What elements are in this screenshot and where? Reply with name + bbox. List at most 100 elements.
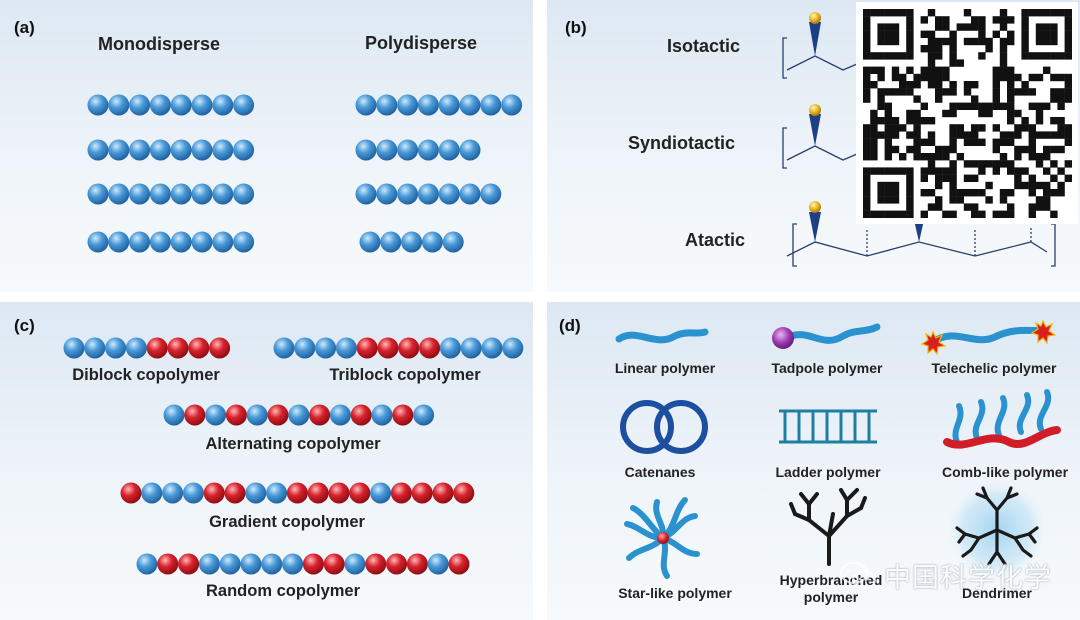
qr-module — [999, 66, 1008, 74]
qr-module — [1035, 160, 1044, 168]
blue-monomer-bead — [136, 553, 158, 575]
qr-module — [1035, 203, 1044, 211]
qr-module — [999, 59, 1008, 67]
qr-module — [1007, 81, 1015, 89]
qr-module — [1028, 138, 1036, 146]
qr-module — [906, 167, 914, 175]
qr-module — [1007, 95, 1015, 103]
red-monomer-bead — [309, 404, 331, 426]
qr-module — [913, 145, 921, 154]
qr-module — [1021, 117, 1029, 125]
panel-a-label: (a) — [14, 18, 35, 37]
monodisperse-bead — [149, 94, 171, 116]
qr-module — [956, 196, 964, 204]
qr-module — [920, 30, 928, 38]
polydisperse-bead — [417, 94, 439, 116]
qr-module — [891, 66, 900, 74]
monodisperse-bead — [108, 94, 130, 116]
blue-monomer-bead — [141, 482, 163, 504]
qr-module — [927, 203, 936, 211]
polydisperse-bead — [355, 139, 377, 161]
qr-module — [877, 131, 885, 139]
qr-module — [891, 37, 900, 46]
qr-module — [899, 153, 907, 161]
qr-module — [949, 138, 957, 146]
monodisperse-bead — [191, 183, 213, 205]
qr-module — [920, 138, 928, 146]
qr-module — [927, 189, 936, 197]
syndiotactic-structure — [782, 127, 858, 169]
qr-module — [1064, 131, 1072, 139]
qr-module — [1021, 37, 1029, 46]
qr-module — [985, 102, 993, 110]
qr-module — [935, 37, 943, 46]
qr-module — [1035, 153, 1044, 161]
qr-module — [1064, 95, 1072, 103]
qr-module — [1050, 88, 1058, 96]
qr-module — [1043, 181, 1051, 190]
qr-module — [1007, 109, 1015, 118]
red-monomer-bead — [323, 553, 345, 575]
qr-module — [992, 95, 1000, 103]
qr-module — [971, 203, 979, 211]
red-monomer-bead — [184, 404, 206, 426]
arch-label-tadpole: Tadpole polymer — [771, 360, 883, 376]
isotactic-wedge — [809, 22, 821, 56]
qr-module — [1021, 9, 1029, 17]
panel-a: (a) Monodisperse Polydisperse — [0, 0, 533, 292]
qr-module — [935, 88, 943, 96]
polydisperse-bead — [438, 139, 460, 161]
red-monomer-bead — [392, 404, 414, 426]
blue-monomer-bead — [439, 337, 461, 359]
qr-module — [992, 160, 1000, 168]
qr-module — [1021, 81, 1029, 89]
qr-module — [884, 102, 892, 110]
qr-module — [877, 117, 885, 125]
qr-module — [884, 196, 892, 204]
qr-module — [971, 95, 979, 103]
qr-module — [978, 102, 986, 110]
qr-module — [935, 174, 943, 182]
qr-module — [927, 131, 936, 139]
qr-module — [884, 37, 892, 46]
qr-module — [978, 189, 986, 197]
qr-module — [1028, 88, 1036, 96]
qr-module — [1028, 189, 1036, 197]
qr-module — [1057, 181, 1065, 190]
blue-monomer-bead — [240, 553, 262, 575]
qr-module — [1028, 124, 1036, 132]
qr-module — [949, 124, 957, 132]
qr-module — [1014, 73, 1022, 82]
qr-module — [870, 81, 878, 89]
qr-module — [920, 210, 928, 218]
qr-module — [920, 73, 928, 82]
syndiotactic-wedge — [809, 114, 821, 146]
qr-module — [1043, 52, 1051, 60]
panel-d-label: (d) — [559, 316, 581, 335]
qr-module — [971, 16, 979, 24]
monodisperse-bead — [212, 231, 234, 253]
qr-module — [999, 131, 1008, 139]
polydisperse-bead — [421, 231, 443, 253]
qr-module — [956, 102, 964, 110]
qr-module — [978, 109, 986, 118]
arch-label-star: Star-like polymer — [618, 585, 732, 601]
qr-module — [935, 23, 943, 31]
qr-module — [992, 124, 1000, 132]
qr-module — [927, 37, 936, 46]
qr-module — [870, 109, 878, 118]
monodisperse-bead — [129, 94, 151, 116]
qr-module — [877, 23, 885, 31]
qr-module — [935, 45, 943, 53]
blue-monomer-bead — [125, 337, 147, 359]
qr-module — [870, 138, 878, 146]
qr-module — [1014, 109, 1022, 118]
qr-module — [884, 117, 892, 125]
qr-module — [920, 66, 928, 74]
red-monomer-bead — [203, 482, 225, 504]
qr-module — [863, 196, 871, 204]
qr-module — [992, 167, 1000, 175]
blue-monomer-bead — [371, 404, 393, 426]
red-monomer-bead — [188, 337, 210, 359]
qr-module — [906, 174, 914, 182]
